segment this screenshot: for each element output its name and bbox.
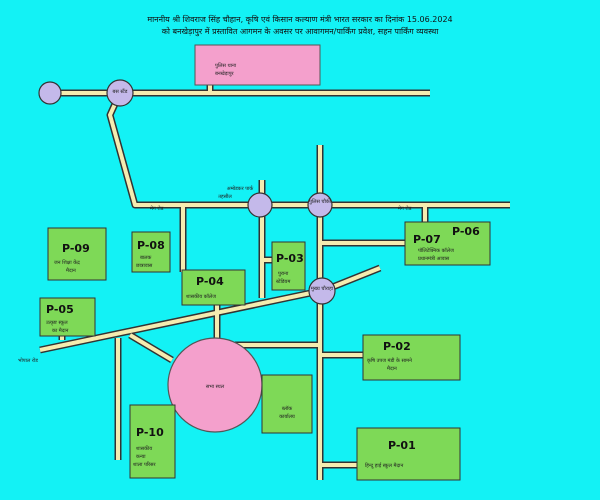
parking-p05-label: उत्कृष्ट स्कूल (46, 320, 68, 326)
parking-p07-code: P-07 (413, 233, 441, 246)
parking-p09-label: जन शिक्षा केंद्र (54, 259, 80, 266)
police-station-label: पुलिस थाना (215, 62, 237, 69)
parking-p03-label-2: स्टेडियम (276, 278, 291, 285)
parking-p07-label-2: प्रधानमंत्री आवास (418, 255, 450, 262)
sabha-sthal-label: सभा स्थल (206, 384, 225, 390)
police-station-sublabel: बनखेड़ापुर (215, 70, 235, 77)
parking-p05-code: P-05 (46, 303, 74, 316)
parking-p07-label: पॉलिटेक्निक कॉलेज (418, 247, 454, 254)
junction-tehsil (247, 192, 273, 218)
parking-p09-code: P-09 (62, 242, 90, 255)
junction-west (38, 81, 62, 105)
parking-p08-label-2: छात्रावास (136, 263, 153, 269)
road-label-main-right: मेन रोड (398, 205, 412, 212)
junction-bus-stand-label: बस स्टैंड (113, 88, 128, 95)
road-label-ambedkar: अम्बेडकर पार्क (227, 185, 254, 192)
road-label-main-left: मेन रोड (150, 205, 164, 212)
parking-p08: P-08 बालक छात्रावास (131, 231, 171, 273)
parking-p02-label-2: मैदान (387, 365, 397, 372)
parking-p10-label-3: शाला परिसर (133, 461, 157, 468)
parking-p01-label: हिन्दू हाई स्कूल मैदान (365, 462, 403, 469)
junction-main-chauraha-label: मुख्य चौराहा (311, 285, 334, 292)
parking-p04: P-04 शासकीय कॉलेज (181, 269, 246, 306)
parking-p08-code: P-08 (137, 239, 165, 252)
parking-p08-label: बालक (140, 255, 152, 261)
parking-p10-label-2: कन्या (136, 454, 146, 460)
parking-p05: P-05 उत्कृष्ट स्कूल का मैदान (39, 297, 96, 337)
junction-bus-stand (106, 79, 134, 107)
parking-p02-code: P-02 (383, 340, 411, 353)
parking-p10: P-10 शासकीय कन्या शाला परिसर (129, 404, 176, 479)
parking-p03: P-03 पुराना स्टेडियम (271, 241, 306, 291)
map-title-line-1: माननीय श्री शिवराज सिंह चौहान, कृषि एवं … (147, 15, 453, 24)
junction-tehsil-label: तहसील (218, 193, 232, 200)
junction-police-chowki (307, 192, 333, 218)
parking-p04-code: P-04 (196, 275, 224, 288)
map-title-line-2: को बनखेड़ापुर में प्रस्तावित आगमन के अवस… (161, 27, 439, 36)
road-label-bhopal: भोपाल रोड (18, 357, 38, 364)
parking-p01-code: P-01 (388, 439, 416, 452)
block-office-label-2: कार्यालय (279, 413, 295, 420)
junction-main-chauraha (308, 277, 336, 305)
parking-p07-p06: P-07 P-06 पॉलिटेक्निक कॉलेज प्रधानमंत्री… (404, 221, 491, 266)
parking-p02-label: कृषि उपज मंडी के सामने (367, 357, 412, 364)
parking-p04-label: शासकीय कॉलेज (186, 293, 216, 300)
parking-p02: P-02 कृषि उपज मंडी के सामने मैदान (362, 334, 461, 381)
parking-p03-label: पुराना (278, 271, 289, 277)
block-office (261, 374, 313, 434)
parking-p10-code: P-10 (136, 426, 164, 439)
parking-p09-label-2: मैदान (66, 267, 76, 274)
parking-p01: P-01 हिन्दू हाई स्कूल मैदान (356, 427, 461, 481)
parking-p10-label: शासकीय (136, 445, 152, 452)
parking-p05-label-2: का मैदान (52, 327, 69, 334)
parking-p09: P-09 जन शिक्षा केंद्र मैदान (47, 227, 107, 281)
block-office-label: ब्लॉक (282, 405, 292, 412)
parking-p06-code: P-06 (452, 225, 480, 238)
parking-p03-code: P-03 (276, 252, 304, 265)
junction-police-chowki-label: पुलिस चौकी (309, 198, 332, 205)
police-station-block (194, 44, 321, 86)
